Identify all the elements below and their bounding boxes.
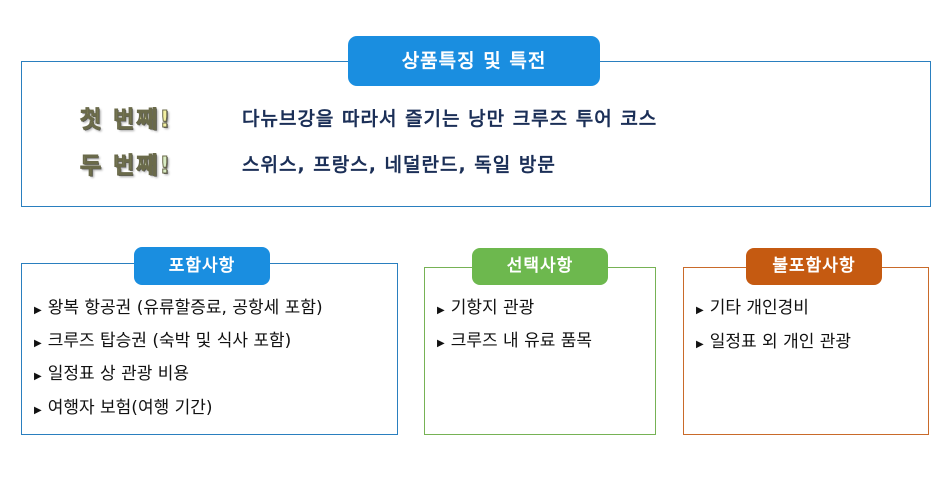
triangle-bullet-icon: ▶ — [34, 338, 42, 349]
optional-panel: ▶ 기항지 관광 ▶ 크루즈 내 유료 품목 — [424, 267, 656, 435]
list-item-text: 크루즈 내 유료 품목 — [450, 331, 593, 351]
triangle-bullet-icon: ▶ — [34, 305, 42, 316]
excluded-title: 불포함사항 — [746, 248, 882, 285]
list-item: ▶ 일정표 외 개인 관광 — [696, 331, 851, 353]
included-panel: ▶ 왕복 항공권 (유류할증료, 공항세 포함) ▶ 크루즈 탑승권 (숙박 및… — [21, 263, 398, 435]
triangle-bullet-icon: ▶ — [437, 305, 445, 316]
excluded-panel: ▶ 기타 개인경비 ▶ 일정표 외 개인 관광 — [683, 267, 929, 435]
feature-ordinal-2: 두 번째! — [80, 153, 172, 180]
triangle-bullet-icon: ▶ — [696, 305, 704, 316]
list-item-text: 왕복 항공권 (유류할증료, 공항세 포함) — [47, 298, 323, 318]
list-item-text: 여행자 보험(여행 기간) — [47, 398, 213, 418]
triangle-bullet-icon: ▶ — [696, 339, 704, 350]
features-title: 상품특징 및 특전 — [348, 36, 600, 86]
feature-row-2: 두 번째! 스위스, 프랑스, 네덜란드, 독일 방문 — [80, 146, 556, 180]
feature-ordinal-1: 첫 번째! — [80, 107, 172, 134]
list-item: ▶ 크루즈 탑승권 (숙박 및 식사 포함) — [34, 330, 291, 352]
triangle-bullet-icon: ▶ — [34, 405, 42, 416]
list-item: ▶ 일정표 상 관광 비용 — [34, 363, 189, 385]
list-item-text: 기항지 관광 — [450, 298, 535, 318]
included-title: 포함사항 — [134, 247, 270, 285]
list-item-text: 일정표 외 개인 관광 — [709, 332, 852, 352]
list-item: ▶ 왕복 항공권 (유류할증료, 공항세 포함) — [34, 297, 323, 319]
feature-row-1: 첫 번째! 다뉴브강을 따라서 즐기는 낭만 크루즈 투어 코스 — [80, 100, 657, 134]
feature-text-1: 다뉴브강을 따라서 즐기는 낭만 크루즈 투어 코스 — [242, 107, 658, 130]
list-item-text: 기타 개인경비 — [709, 298, 809, 318]
list-item-text: 크루즈 탑승권 (숙박 및 식사 포함) — [47, 331, 292, 351]
triangle-bullet-icon: ▶ — [34, 371, 42, 382]
feature-text-2: 스위스, 프랑스, 네덜란드, 독일 방문 — [242, 153, 556, 176]
triangle-bullet-icon: ▶ — [437, 338, 445, 349]
list-item: ▶ 크루즈 내 유료 품목 — [437, 330, 592, 352]
optional-title: 선택사항 — [472, 248, 608, 285]
list-item: ▶ 기항지 관광 — [437, 297, 534, 319]
list-item: ▶ 기타 개인경비 — [696, 297, 809, 319]
list-item: ▶ 여행자 보험(여행 기간) — [34, 397, 213, 419]
list-item-text: 일정표 상 관광 비용 — [47, 364, 190, 384]
